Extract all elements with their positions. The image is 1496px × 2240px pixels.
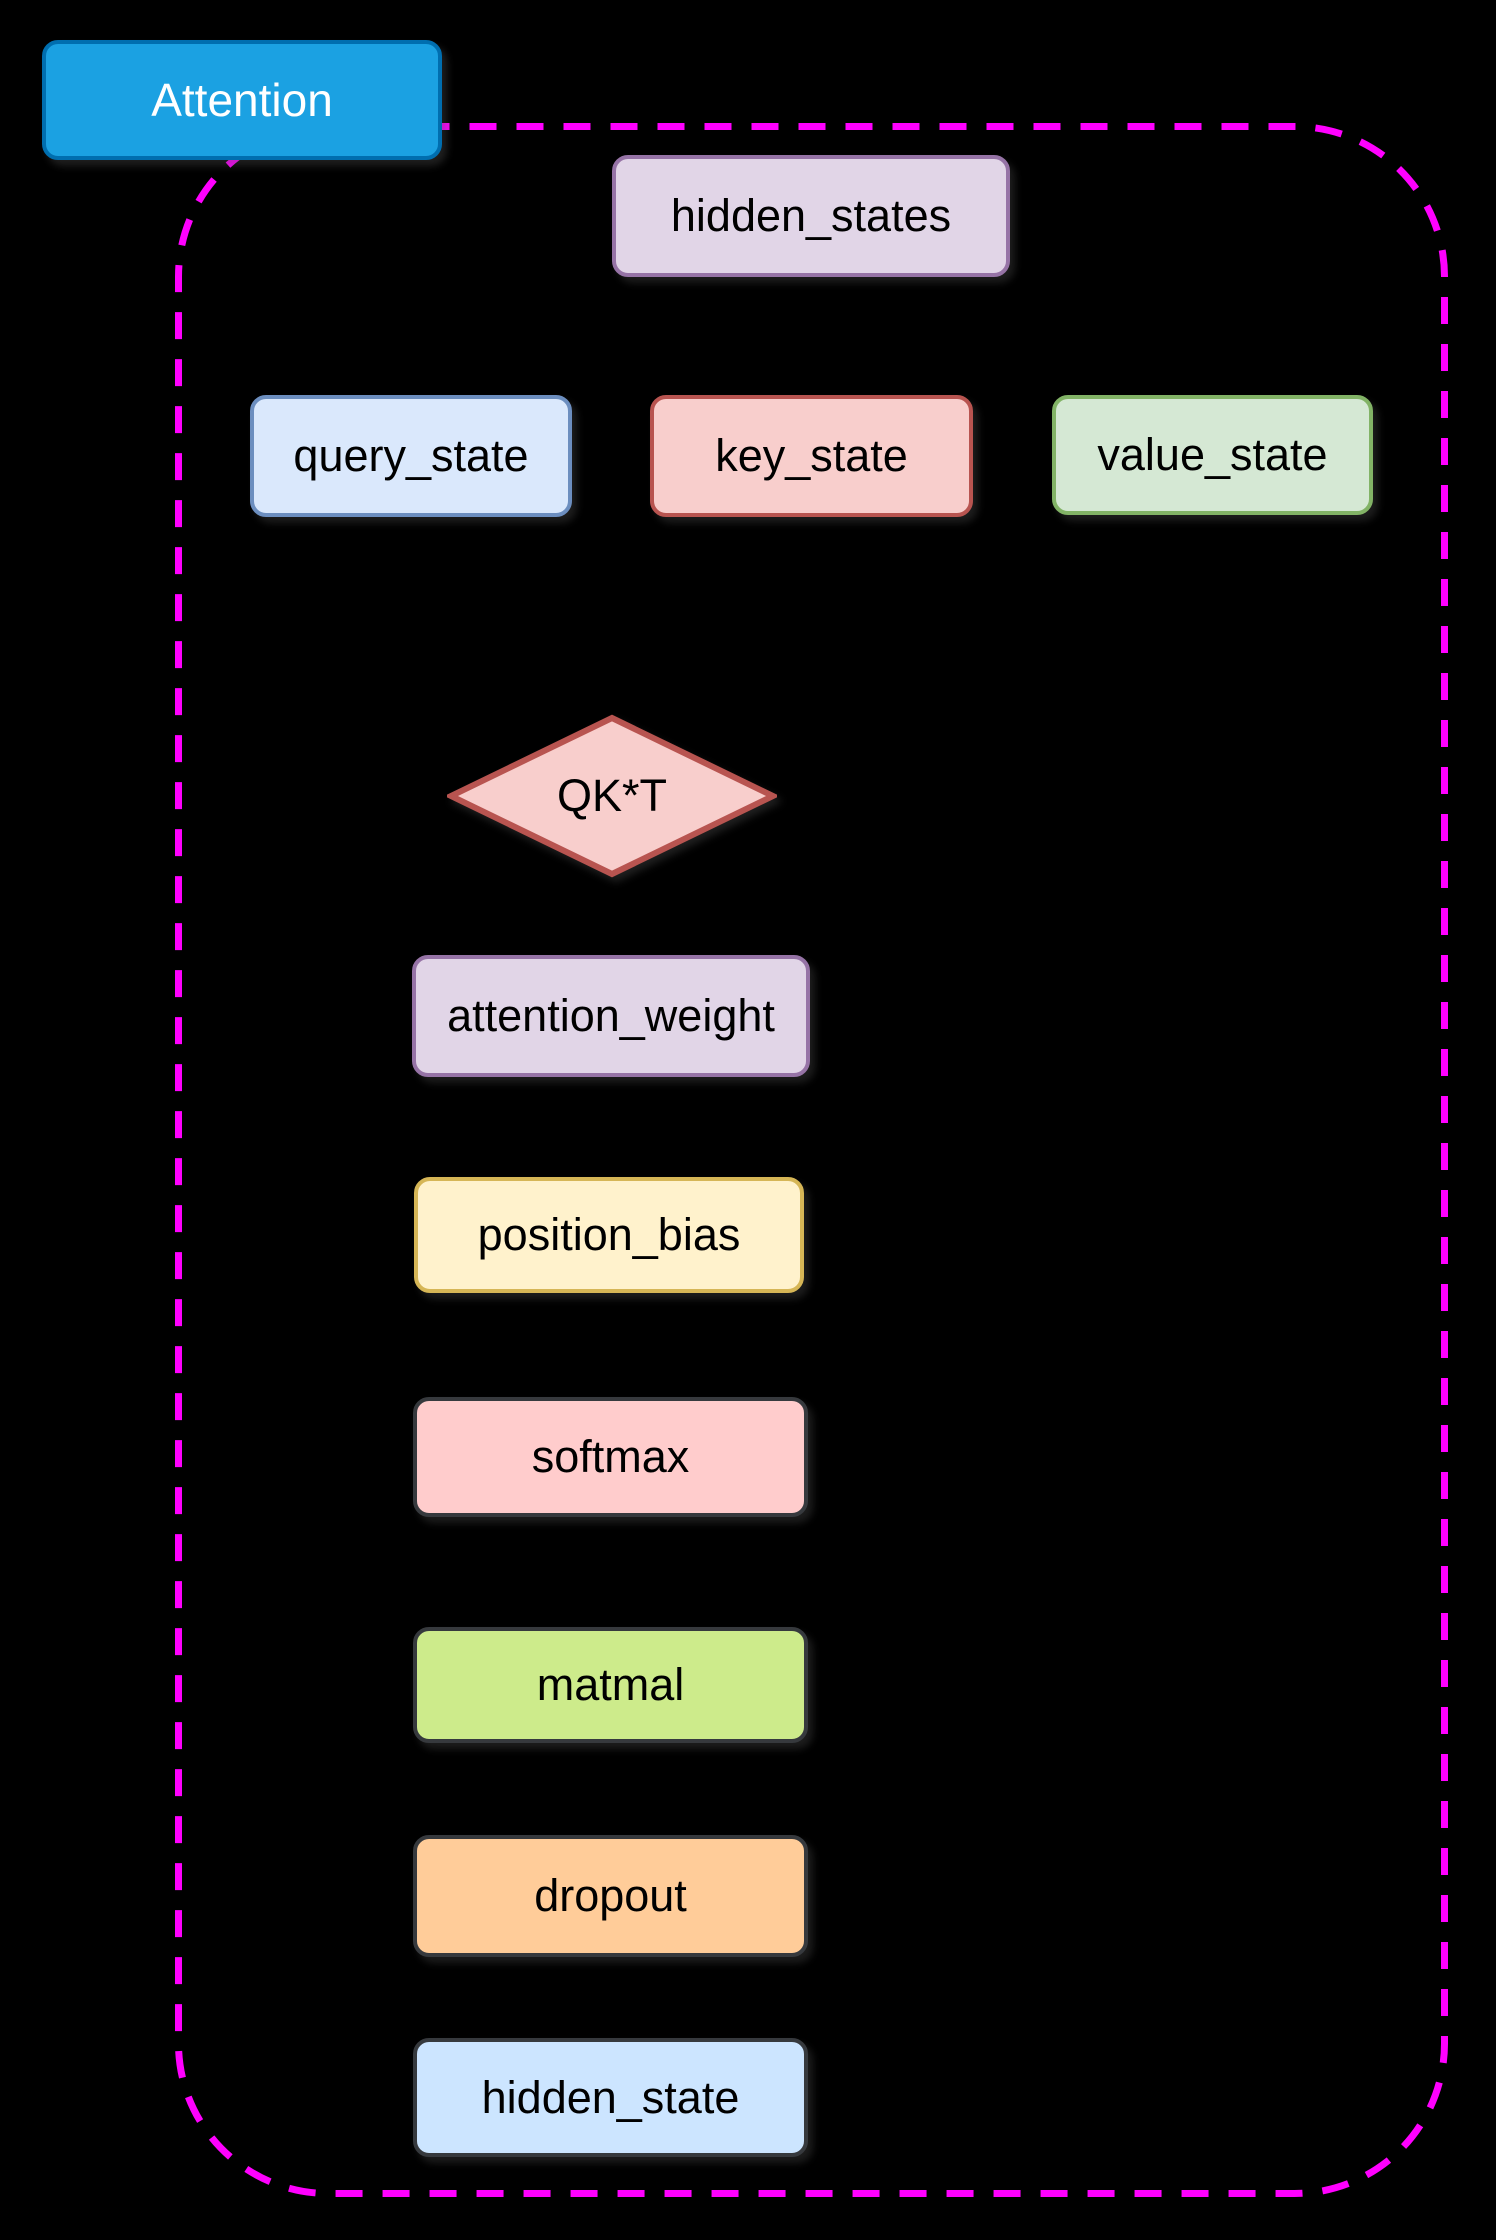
node-hidden-states[interactable]: hidden_states — [612, 155, 1010, 277]
node-softmax[interactable]: softmax — [413, 1397, 808, 1517]
node-dropout[interactable]: dropout — [413, 1835, 808, 1957]
node-value-state[interactable]: value_state — [1052, 395, 1373, 515]
node-label: hidden_state — [481, 2071, 740, 2123]
diamond-shape — [447, 714, 777, 878]
node-key-state[interactable]: key_state — [650, 395, 973, 517]
group-border-rect — [175, 123, 1448, 2197]
node-hidden-state[interactable]: hidden_state — [413, 2038, 808, 2157]
node-label: hidden_states — [670, 190, 952, 241]
attention-tab[interactable]: Attention — [42, 40, 442, 160]
node-qkt[interactable]: QK*T — [447, 714, 777, 878]
node-label: QK*T — [556, 770, 668, 821]
node-label: key_state — [715, 430, 908, 481]
node-label: softmax — [531, 1431, 690, 1482]
node-label: dropout — [534, 1870, 687, 1921]
node-label: value_state — [1097, 429, 1328, 480]
node-matmal[interactable]: matmal — [413, 1627, 808, 1743]
node-attention-weight[interactable]: attention_weight — [412, 955, 810, 1077]
node-label: query_state — [293, 430, 529, 481]
node-position-bias[interactable]: position_bias — [414, 1177, 804, 1293]
attention-tab-label: Attention — [151, 74, 333, 126]
node-label: matmal — [536, 1659, 685, 1710]
node-label: attention_weight — [447, 990, 775, 1041]
node-label: position_bias — [477, 1209, 741, 1260]
node-query-state[interactable]: query_state — [250, 395, 572, 517]
